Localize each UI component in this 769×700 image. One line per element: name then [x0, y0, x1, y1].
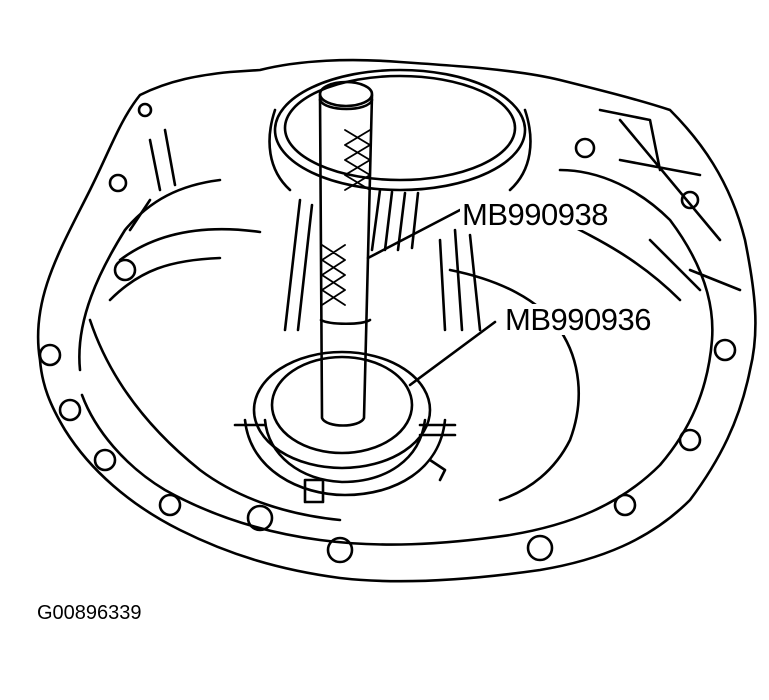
upper-bore-ring: [273, 68, 527, 192]
knurl-lower: [321, 244, 346, 306]
tool-mb990938-top: [318, 80, 374, 108]
label-tool-mb990938: MB990938: [460, 197, 610, 232]
label-tool-mb990936: MB990936: [503, 302, 653, 337]
bore-wall: [88, 227, 580, 522]
tool-mb990938-shaft: [318, 93, 374, 427]
leader-mb990938: [366, 208, 462, 260]
tool-mb990936-outer: [252, 350, 432, 470]
figure-id: G00896339: [37, 602, 142, 624]
knurl-upper: [344, 129, 371, 191]
upper-bore-ring-inner: [283, 74, 517, 182]
inner-flange-edge: [78, 168, 714, 546]
leader-mb990936: [408, 320, 497, 387]
tool-mb990936-inner: [270, 355, 414, 455]
case-flange-outline: [36, 58, 757, 583]
